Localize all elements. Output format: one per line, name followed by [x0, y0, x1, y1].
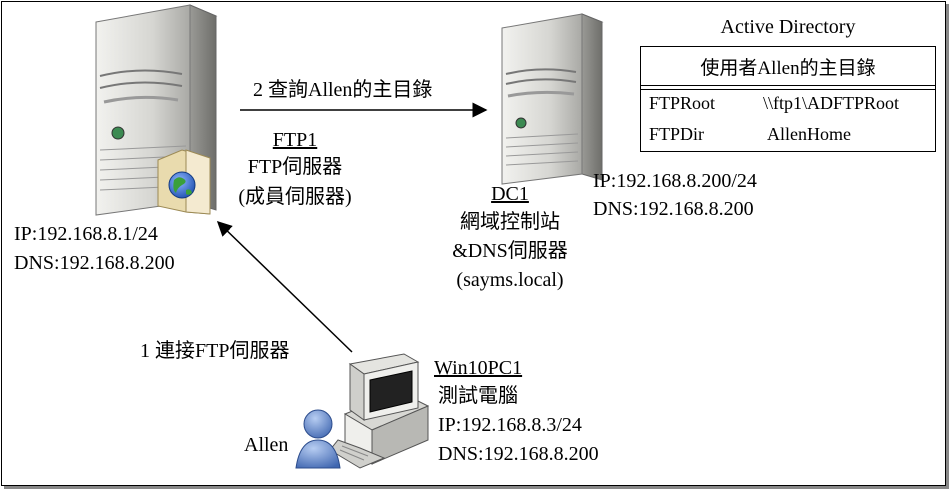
dc-server-icon: [501, 13, 604, 185]
dc-name: DC1: [491, 183, 529, 205]
ftp-server-role: FTP伺服器: [247, 156, 343, 178]
ad-divider: [641, 89, 935, 90]
ad-row-ftproot-value: \\ftp1\ADFTPRoot: [763, 93, 900, 113]
active-directory-box: 使用者Allen的主目錄 FTPRoot \\ftp1\ADFTPRoot FT…: [640, 46, 936, 152]
client-dns: DNS:192.168.8.200: [438, 443, 599, 465]
dc-ip: IP:192.168.8.200/24: [593, 170, 757, 192]
connect-arrow-label: 1 連接FTP伺服器: [140, 340, 290, 362]
ad-row-ftproot: FTPRoot: [649, 93, 715, 114]
client-ip: IP:192.168.8.3/24: [438, 414, 582, 436]
dc-dns: DNS:192.168.8.200: [593, 198, 754, 220]
ftp-server-name: FTP1: [272, 129, 318, 151]
user-name: Allen: [244, 434, 289, 456]
ad-row-ftpdir-value: AllenHome: [767, 124, 851, 144]
ad-divider: [641, 85, 935, 86]
client-role: 測試電腦: [438, 385, 518, 407]
ad-home-dir-header: 使用者Allen的主目錄: [700, 58, 876, 79]
ad-row-ftpdir: FTPDir: [649, 124, 704, 145]
query-arrow-label: 2 查詢Allen的主目錄: [253, 79, 433, 101]
ftp-server-dns: DNS:192.168.8.200: [14, 252, 175, 274]
ad-row-key: FTPDir: [649, 124, 705, 144]
ftp-server-ip: IP:192.168.8.1/24: [14, 223, 158, 245]
ftp-server-subrole: (成員伺服器): [238, 186, 352, 208]
ad-row-key: FTPRoot: [649, 93, 716, 113]
ftp-folder-globe-icon: [157, 149, 211, 215]
dc-domain: (sayms.local): [456, 269, 564, 291]
dc-role: 網域控制站: [460, 211, 560, 233]
desktop-computer-icon: [329, 353, 430, 469]
dc-subrole: &DNS伺服器: [452, 240, 568, 262]
client-name: Win10PC1: [434, 357, 523, 379]
connect-arrow: [216, 220, 353, 353]
user-icon: [295, 409, 341, 469]
active-directory-title: Active Directory: [720, 16, 856, 38]
